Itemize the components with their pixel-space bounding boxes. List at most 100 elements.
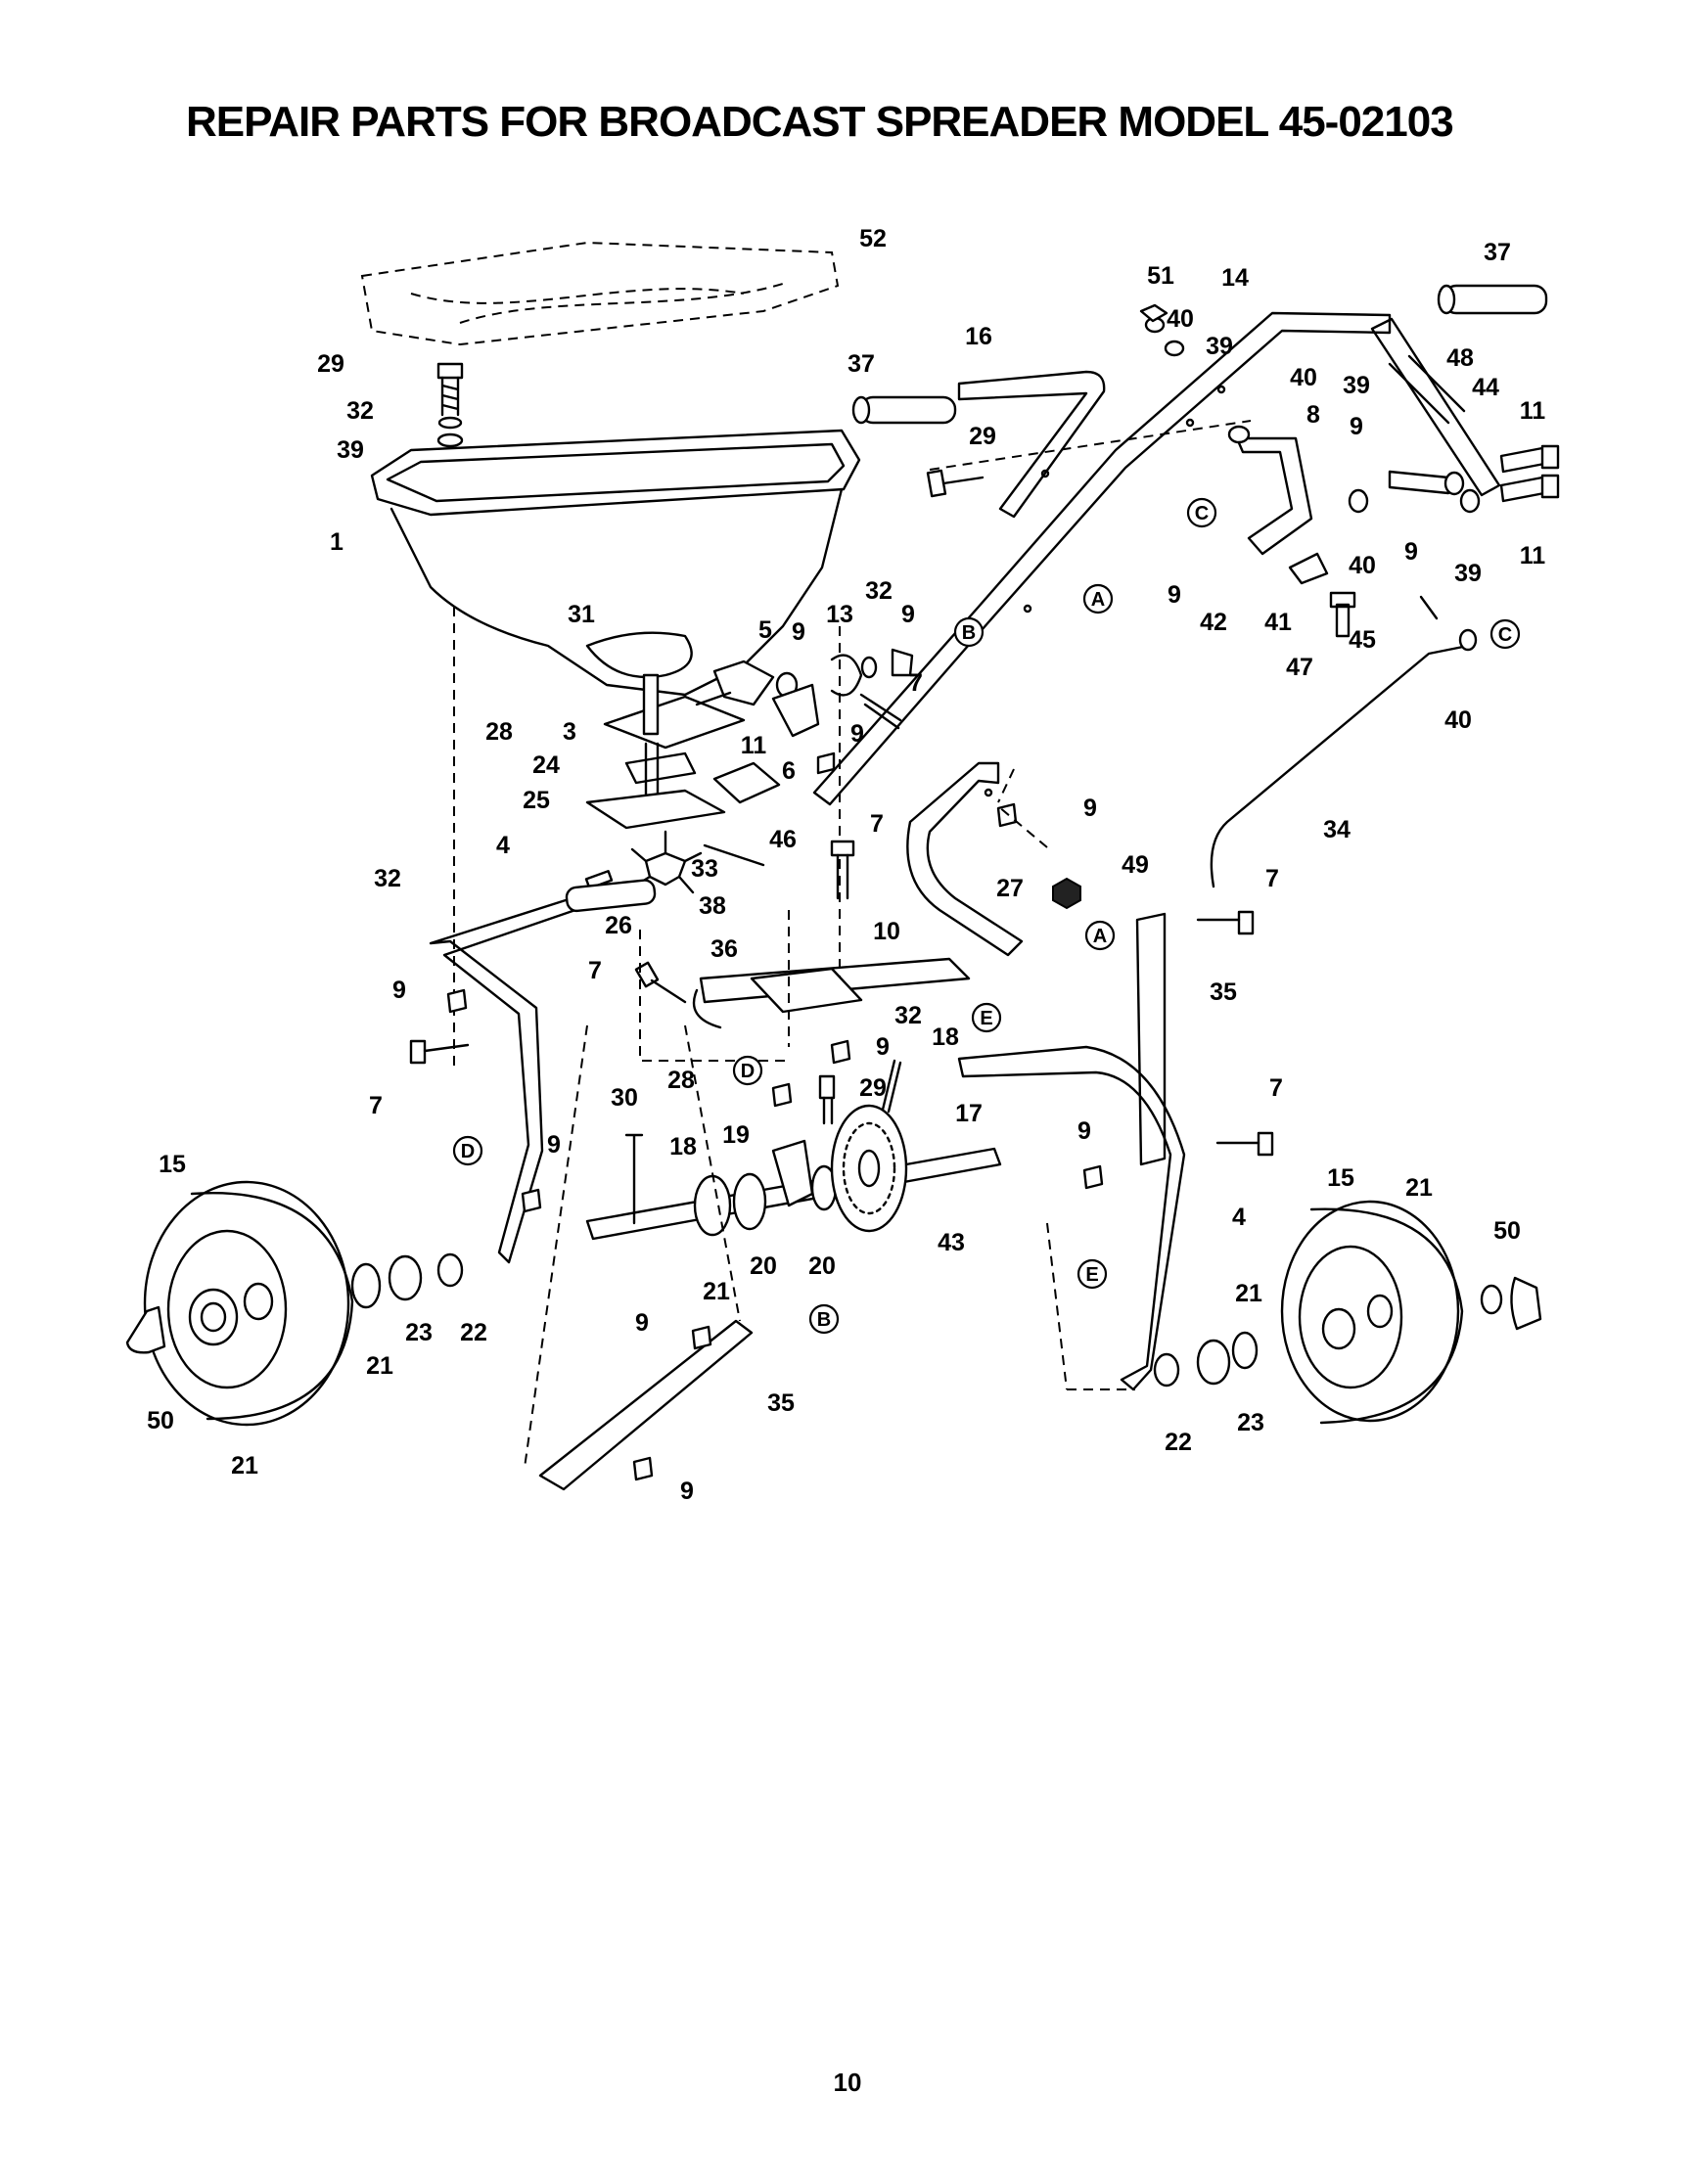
part-number-callout: 1 — [330, 528, 344, 556]
part-number-callout: 19 — [722, 1121, 750, 1149]
alignment-line — [929, 420, 1252, 848]
reference-marker-circle — [1186, 497, 1217, 528]
knob — [1329, 591, 1356, 638]
part-number-callout: 9 — [392, 977, 406, 1004]
part-number-callout: 30 — [611, 1084, 638, 1112]
part-number-callout: 28 — [667, 1067, 695, 1094]
part-number-callout: 20 — [750, 1252, 777, 1280]
reference-marker: B — [808, 1303, 840, 1335]
part-number-callout: 33 — [691, 855, 718, 883]
part-number-callout: 21 — [1405, 1174, 1433, 1202]
part-number-callout: 32 — [894, 1002, 922, 1029]
part-number-callout: 7 — [1269, 1074, 1283, 1102]
reference-marker-letter: C — [1195, 503, 1209, 524]
part-number-callout: 15 — [159, 1151, 186, 1178]
frame-left — [429, 879, 657, 1264]
part-number-callout: 9 — [1350, 413, 1363, 440]
part-number-callout: 43 — [938, 1229, 965, 1256]
hub-cap-right — [1510, 1276, 1542, 1331]
part-number-callout: 52 — [859, 225, 887, 252]
part-number-callout: 9 — [680, 1478, 694, 1505]
gear-housing — [585, 673, 746, 830]
bolt — [1196, 910, 1255, 935]
part-number-callout: 35 — [1210, 978, 1237, 1006]
reference-marker-circle — [953, 616, 985, 648]
handle-main — [812, 311, 1392, 806]
part-number-callout: 9 — [1077, 1117, 1091, 1145]
bolt — [818, 1074, 836, 1125]
part-number-callout: 11 — [1520, 397, 1546, 425]
reference-marker-circle — [808, 1303, 840, 1335]
part-number-callout: 8 — [1306, 401, 1320, 429]
part-number-callout: 18 — [932, 1024, 959, 1051]
part-number-callout: 16 — [965, 323, 992, 350]
part-number-callout: 35 — [767, 1389, 795, 1417]
part-number-callout: 32 — [346, 397, 374, 425]
part-number-callout: 7 — [909, 669, 923, 697]
brace-left — [538, 1319, 754, 1491]
cap — [1052, 877, 1081, 910]
part-number-callout: 21 — [703, 1278, 730, 1305]
part-number-callout: 39 — [1343, 372, 1370, 399]
page-number: 10 — [833, 2068, 862, 2097]
handle-upper — [851, 370, 1106, 519]
reference-marker: E — [971, 1002, 1002, 1033]
part-number-callout: 47 — [1286, 654, 1313, 681]
reference-marker-letter: A — [1091, 589, 1105, 611]
part-number-callout: 4 — [496, 832, 510, 859]
part-number-callout: 39 — [337, 436, 364, 464]
shutoff-linkage — [695, 648, 914, 738]
part-number-callout: 11 — [741, 732, 767, 759]
control-linkage — [1235, 317, 1501, 585]
drive-gear — [830, 1104, 908, 1233]
part-number-callout: 9 — [901, 601, 915, 628]
bolt — [1499, 444, 1560, 503]
reference-marker-circle — [1084, 920, 1116, 951]
part-number-callout: 50 — [147, 1407, 174, 1434]
part-number-callout: 48 — [1446, 344, 1474, 372]
part-number-callout: 7 — [369, 1092, 383, 1119]
part-number-callout: 7 — [588, 957, 602, 984]
agitator — [630, 830, 703, 894]
hopper — [370, 429, 861, 697]
reference-marker-letter: E — [1085, 1264, 1098, 1286]
hopper-cover — [360, 241, 840, 346]
part-number-callout: 39 — [1206, 333, 1233, 360]
part-number-callout: 23 — [1237, 1409, 1264, 1436]
alignment-line — [684, 1024, 1135, 1390]
part-number-callout: 9 — [635, 1309, 649, 1337]
bolt — [926, 469, 985, 498]
part-number-callout: 9 — [876, 1033, 890, 1061]
part-number-callout: 36 — [710, 935, 738, 963]
part-number-callout: 37 — [848, 350, 875, 378]
reference-marker-circle — [1489, 618, 1521, 650]
reference-marker-letter: A — [1093, 926, 1107, 947]
alignment-line — [524, 910, 790, 1469]
part-number-callout: 20 — [808, 1252, 836, 1280]
part-number-callout: 22 — [1165, 1429, 1192, 1456]
part-number-callout: 40 — [1444, 706, 1472, 734]
part-number-callout: 7 — [870, 810, 884, 838]
axle — [585, 1059, 1002, 1241]
part-number-callout: 9 — [1083, 795, 1097, 822]
part-number-callout: 23 — [405, 1319, 433, 1346]
part-number-callout: 41 — [1264, 609, 1292, 636]
part-number-callout: 9 — [792, 618, 805, 646]
reference-marker-letter: E — [980, 1008, 992, 1029]
wheel-left-spacers — [350, 1252, 464, 1309]
reference-marker: C — [1489, 618, 1521, 650]
hopper-bolt-assembly — [436, 362, 464, 448]
part-number-callout: 29 — [969, 423, 996, 450]
reference-marker-circle — [1082, 583, 1114, 614]
part-number-callout: 18 — [669, 1133, 697, 1160]
part-number-callout: 9 — [547, 1131, 561, 1159]
part-number-callout: 25 — [523, 787, 550, 814]
part-number-callout: 49 — [1122, 851, 1149, 879]
nut — [816, 751, 836, 775]
reference-marker-circle — [732, 1055, 763, 1086]
reference-marker: D — [732, 1055, 763, 1086]
part-number-callout: 29 — [859, 1074, 887, 1102]
reference-marker-letter: B — [817, 1309, 831, 1331]
part-number-callout: 11 — [1520, 542, 1546, 569]
